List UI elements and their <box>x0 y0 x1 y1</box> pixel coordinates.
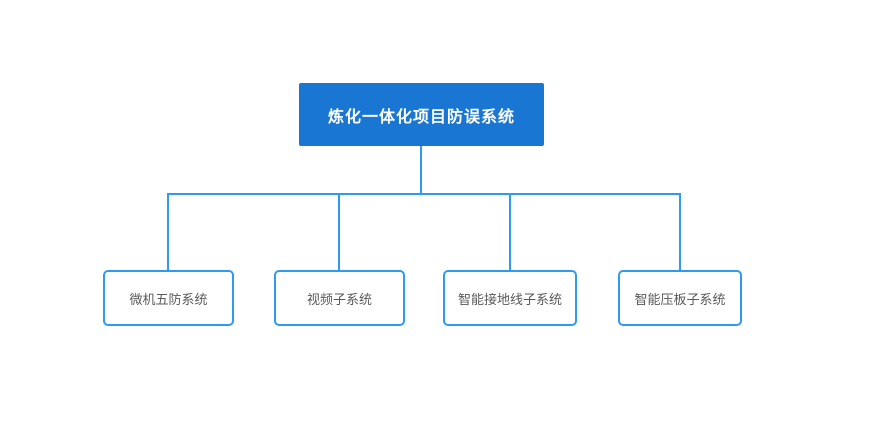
child-node-3-label: 智能接地线子系统 <box>457 292 562 308</box>
root-node-label: 炼化一体化项目防误系统 <box>327 106 515 126</box>
connector-horizontal-bar <box>167 193 681 195</box>
child-node-1[interactable]: 微机五防系统 <box>103 270 234 326</box>
child-node-2-label: 视频子系统 <box>306 292 372 308</box>
child-node-3[interactable]: 智能接地线子系统 <box>443 270 577 326</box>
child-node-4-label: 智能压板子系统 <box>634 292 726 308</box>
connector-drop-3 <box>509 195 511 270</box>
connector-root-stub <box>420 146 422 193</box>
connector-drop-4 <box>679 195 681 270</box>
child-node-4[interactable]: 智能压板子系统 <box>618 270 742 326</box>
child-node-1-label: 微机五防系统 <box>129 292 208 308</box>
root-node[interactable]: 炼化一体化项目防误系统 <box>299 83 544 146</box>
child-node-2[interactable]: 视频子系统 <box>274 270 405 326</box>
connector-drop-1 <box>167 195 169 270</box>
connector-drop-2 <box>338 195 340 270</box>
